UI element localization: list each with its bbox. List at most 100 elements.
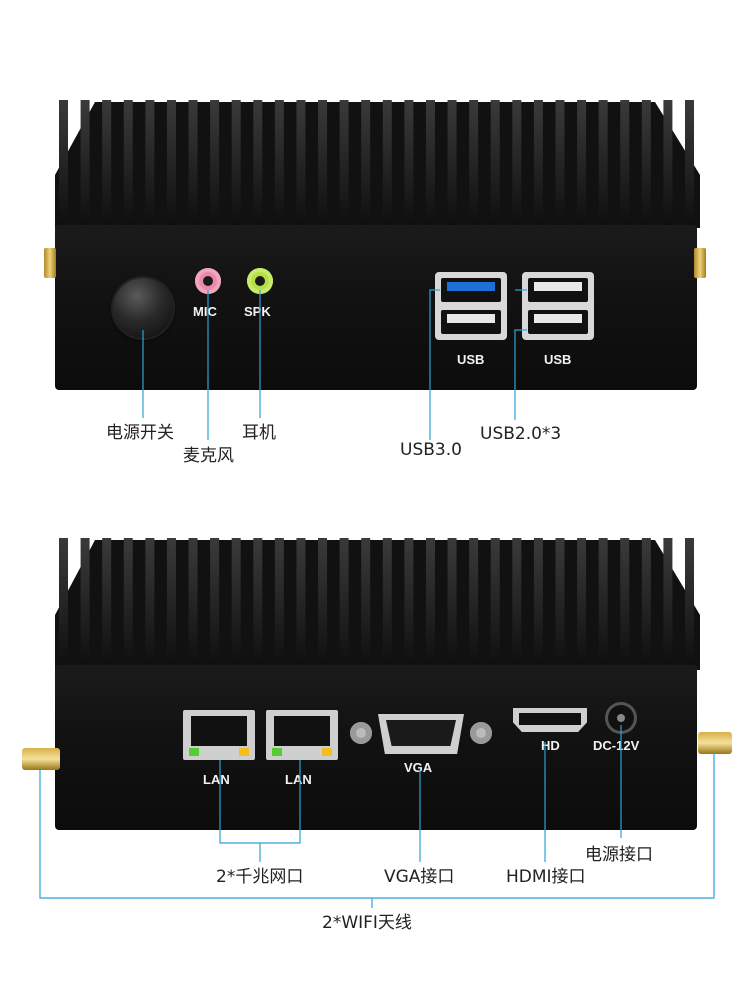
heatsink-fin xyxy=(318,100,328,228)
heatsink-fin xyxy=(598,538,608,670)
heatsink-fin xyxy=(296,538,306,670)
heatsink-fin xyxy=(361,100,371,228)
lan1-label: LAN xyxy=(203,772,230,787)
callout-usb2: USB2.0*3 xyxy=(480,424,562,444)
heatsink-fin xyxy=(253,100,263,228)
callout-headphone: 耳机 xyxy=(242,423,276,443)
heatsink-fin xyxy=(231,100,241,228)
heatsink-fin xyxy=(274,100,284,228)
heatsink-fin xyxy=(102,538,112,670)
heatsink-fin xyxy=(512,538,522,670)
heatsink-fin xyxy=(382,538,392,670)
usb-stack-right xyxy=(522,272,594,340)
usb3-port[interactable] xyxy=(441,278,501,302)
heatsink-fin xyxy=(577,538,587,670)
heatsink-fin xyxy=(80,538,90,670)
lan-port-1[interactable] xyxy=(183,710,255,760)
usb-left-label: USB xyxy=(457,352,485,367)
heatsink-fin xyxy=(663,100,673,228)
heatsink-fin xyxy=(145,100,155,228)
usb-right-label: USB xyxy=(544,352,572,367)
heatsink-fin xyxy=(447,538,457,670)
heatsink-fin xyxy=(188,100,198,228)
dc-power-jack[interactable] xyxy=(608,705,634,731)
heatsink-fin xyxy=(382,100,392,228)
heatsink-fin xyxy=(59,538,68,670)
heatsink-fin xyxy=(145,538,155,670)
heatsink-fin xyxy=(188,538,198,670)
heatsink-fin xyxy=(231,538,241,670)
mic-jack[interactable] xyxy=(195,268,221,294)
heatsink-fin xyxy=(166,538,176,670)
hdmi-port[interactable] xyxy=(513,708,587,732)
vga-port[interactable] xyxy=(350,714,492,754)
right-antenna-stub xyxy=(694,248,706,278)
heatsink-fin xyxy=(318,538,328,670)
usb2-port[interactable] xyxy=(528,278,588,302)
left-antenna-stub xyxy=(44,248,56,278)
heatsink-fin xyxy=(641,100,651,228)
heatsink-fin xyxy=(533,538,543,670)
callout-power-jack: 电源接口 xyxy=(585,845,653,865)
heatsink-fin xyxy=(253,538,263,670)
heatsink-fin xyxy=(210,538,220,670)
heatsink-fin xyxy=(490,538,500,670)
heatsink-fin xyxy=(533,100,543,228)
heatsink-fin xyxy=(404,100,414,228)
heatsink-fin xyxy=(59,100,68,228)
heatsink-fin xyxy=(512,100,522,228)
heatsink-fin xyxy=(577,100,587,228)
heatsink-fin xyxy=(555,100,565,228)
heatsink-fin xyxy=(339,100,349,228)
heatsink-fin xyxy=(620,538,630,670)
heatsink-fin xyxy=(641,538,651,670)
front-device: MIC SPK USB USB xyxy=(0,0,750,480)
heatsink-fin xyxy=(555,538,565,670)
heatsink-fin xyxy=(447,100,457,228)
heatsink-fin xyxy=(685,538,694,670)
lan-port-2[interactable] xyxy=(266,710,338,760)
vga-label: VGA xyxy=(404,760,433,775)
callout-mic: 麦克风 xyxy=(183,446,234,466)
heatsink-fin xyxy=(274,538,284,670)
spk-label: SPK xyxy=(244,304,271,319)
hd-label: HD xyxy=(541,738,560,753)
heatsink-fin xyxy=(123,100,133,228)
spk-jack[interactable] xyxy=(247,268,273,294)
mic-label: MIC xyxy=(193,304,217,319)
heatsink-fin xyxy=(296,100,306,228)
right-wifi-antenna xyxy=(698,732,732,754)
power-button[interactable] xyxy=(113,278,173,338)
usb2-port[interactable] xyxy=(528,310,588,334)
callout-power-switch: 电源开关 xyxy=(106,423,174,443)
callout-usb3: USB3.0 xyxy=(400,440,462,460)
lan2-label: LAN xyxy=(285,772,312,787)
heatsink-fin xyxy=(425,538,435,670)
callout-hdmi: HDMI接口 xyxy=(506,867,586,887)
front-heatsink-fins xyxy=(55,100,700,228)
heatsink-fin xyxy=(339,538,349,670)
heatsink-fin xyxy=(598,100,608,228)
heatsink-fin xyxy=(425,100,435,228)
heatsink-fin xyxy=(361,538,371,670)
heatsink-fin xyxy=(123,538,133,670)
usb-stack-left xyxy=(435,272,507,340)
heatsink-fin xyxy=(663,538,673,670)
left-wifi-antenna xyxy=(22,748,60,770)
heatsink-fin xyxy=(469,100,479,228)
heatsink-fin xyxy=(469,538,479,670)
usb2-port[interactable] xyxy=(441,310,501,334)
callout-wifi: 2*WIFI天线 xyxy=(322,913,412,933)
heatsink-fin xyxy=(404,538,414,670)
callout-lan: 2*千兆网口 xyxy=(216,867,304,887)
heatsink-fin xyxy=(620,100,630,228)
heatsink-fin xyxy=(685,100,694,228)
callout-vga: VGA接口 xyxy=(384,867,455,887)
heatsink-fin xyxy=(210,100,220,228)
heatsink-fin xyxy=(166,100,176,228)
heatsink-fin xyxy=(102,100,112,228)
dc-label: DC-12V xyxy=(593,738,640,753)
heatsink-fin xyxy=(490,100,500,228)
back-heatsink-fins xyxy=(55,538,700,670)
heatsink-fin xyxy=(80,100,90,228)
